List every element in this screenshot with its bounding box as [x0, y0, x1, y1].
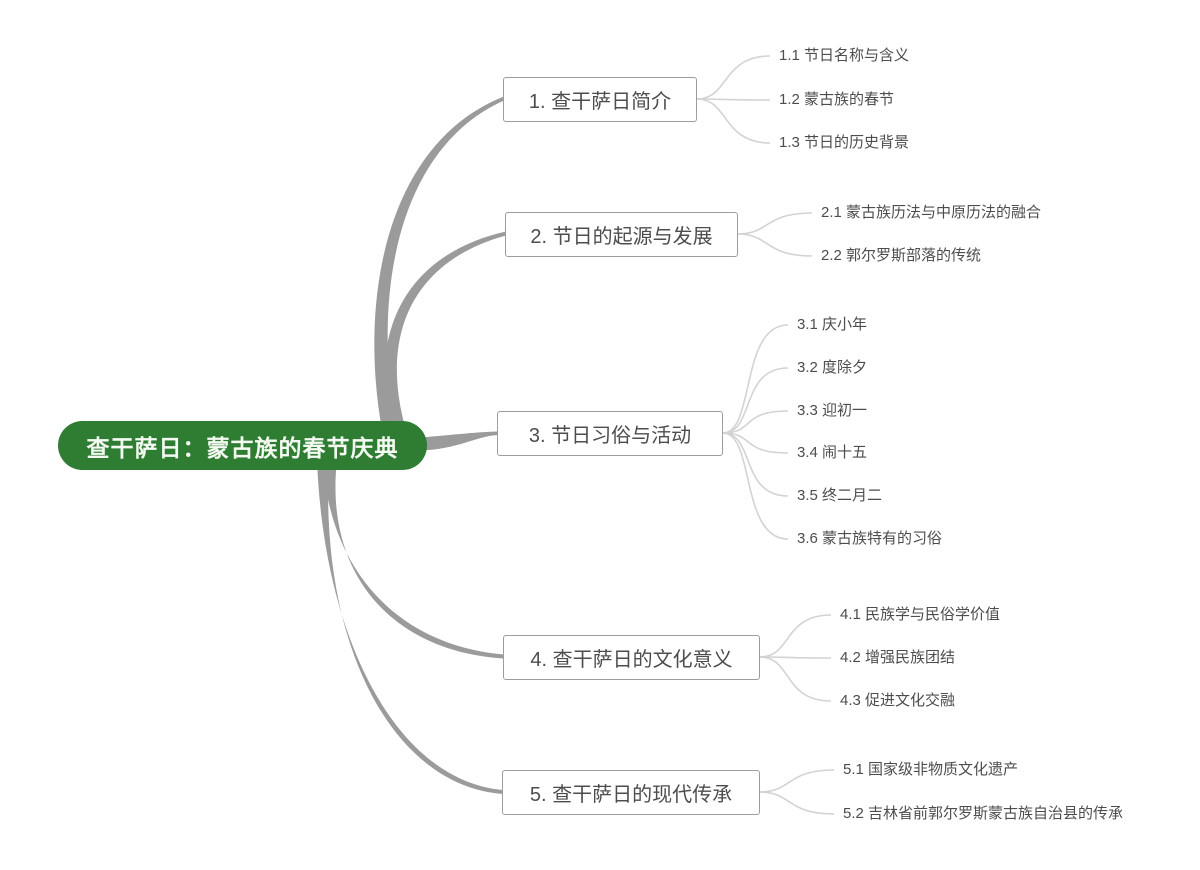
connector-branch-3-child-2	[722, 367, 789, 434]
child-node-3-4[interactable]: 3.4 闹十五	[797, 444, 868, 461]
connector-branch-4-child-2	[759, 656, 832, 659]
child-node-4-3[interactable]: 4.3 促进文化交融	[840, 692, 956, 709]
child-node-4-2[interactable]: 4.2 增强民族团结	[840, 649, 956, 666]
child-node-3-2[interactable]: 3.2 度除夕	[797, 359, 868, 376]
child-node-2-1[interactable]: 2.1 蒙古族历法与中原历法的融合	[821, 204, 1042, 221]
connector-branch-4-child-1	[759, 614, 832, 658]
child-node-2-2[interactable]: 2.2 郭尔罗斯部落的传统	[821, 247, 982, 264]
connector-branch-3-child-3	[722, 410, 789, 434]
branch-node-2[interactable]: 2. 节日的起源与发展	[505, 211, 738, 257]
connector-branch-3-child-5	[722, 432, 789, 497]
branch-node-5[interactable]: 5. 查干萨日的现代传承	[502, 769, 760, 815]
connector-branch-2-child-1	[737, 212, 813, 235]
child-node-5-1[interactable]: 5.1 国家级非物质文化遗产	[843, 761, 1019, 778]
connector-branch-1-child-3	[696, 98, 771, 144]
child-node-3-1[interactable]: 3.1 庆小年	[797, 316, 868, 333]
branch-node-1[interactable]: 1. 查干萨日简介	[503, 76, 697, 122]
connector-branch-5-child-1	[759, 769, 835, 793]
connector-central-to-branch-2	[384, 231, 506, 430]
child-node-3-6[interactable]: 3.6 蒙古族特有的习俗	[797, 530, 943, 547]
branch-node-3[interactable]: 3. 节日习俗与活动	[497, 410, 723, 456]
branch-node-4[interactable]: 4. 查干萨日的文化意义	[503, 634, 760, 680]
connector-branch-1-child-2	[696, 98, 771, 101]
connector-branch-3-child-6	[722, 432, 789, 540]
connector-branch-5-child-2	[759, 791, 835, 815]
connector-central-to-branch-3	[420, 431, 498, 451]
connector-branch-3-child-4	[722, 432, 789, 454]
connector-central-to-branch-4	[323, 460, 504, 659]
child-node-1-2[interactable]: 1.2 蒙古族的春节	[779, 91, 895, 108]
child-node-1-3[interactable]: 1.3 节日的历史背景	[779, 134, 910, 151]
connector-branch-1-child-1	[696, 55, 771, 100]
child-node-4-1[interactable]: 4.1 民族学与民俗学价值	[840, 606, 1001, 623]
child-node-1-1[interactable]: 1.1 节日名称与含义	[779, 47, 910, 64]
connector-branch-2-child-2	[737, 233, 813, 257]
connector-branch-4-child-3	[759, 656, 832, 702]
central-topic[interactable]: 查干萨日：蒙古族的春节庆典	[58, 421, 427, 470]
child-node-3-5[interactable]: 3.5 终二月二	[797, 487, 883, 504]
connector-branch-3-child-1	[722, 324, 789, 434]
child-node-3-3[interactable]: 3.3 迎初一	[797, 402, 868, 419]
child-node-5-2[interactable]: 5.2 吉林省前郭尔罗斯蒙古族自治县的传承	[843, 805, 1124, 822]
